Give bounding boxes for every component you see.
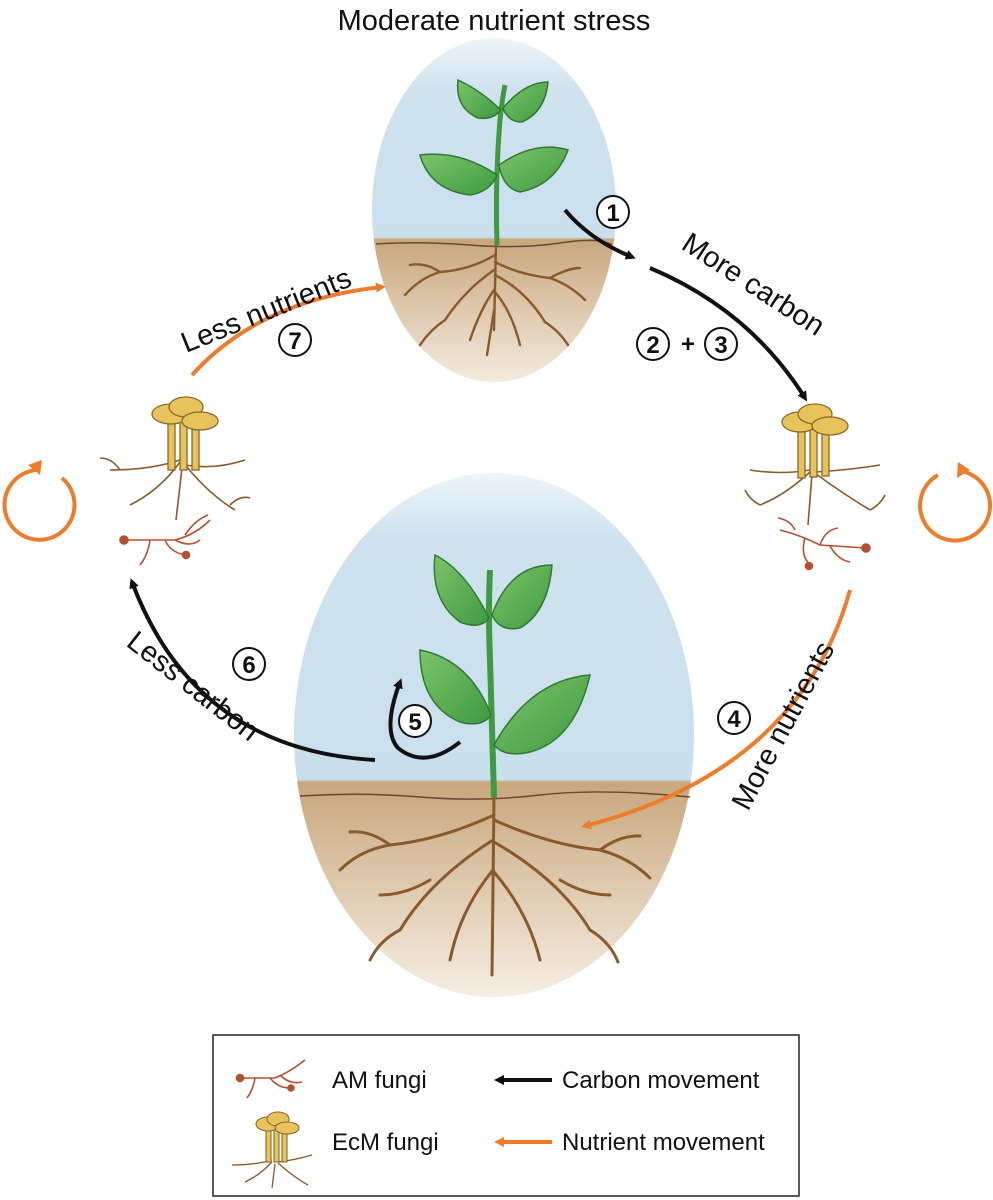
label-less-nutrients: Less nutrients [177,262,356,359]
step-badge-1: 1 [597,196,629,228]
step-badge-7: 7 [279,324,311,356]
legend-carbon-movement-label: Carbon movement [562,1067,760,1094]
svg-text:7: 7 [288,328,301,355]
step-badge-2: 2 [637,328,669,360]
svg-text:2: 2 [646,332,659,359]
legend-ecm-fungi-label: EcM fungi [332,1129,439,1156]
svg-text:6: 6 [242,652,255,679]
svg-text:5: 5 [408,709,421,736]
step-badge-5: 5 [399,705,431,737]
svg-text:4: 4 [727,706,741,733]
left-am-fungi-icon [120,515,210,565]
legend-nutrient-movement-label: Nutrient movement [562,1129,765,1156]
legend-box: AM fungi EcM fungi Carbon movement Nut [213,1035,799,1196]
top-plant-scene [372,38,616,382]
step-badge-6: 6 [233,648,265,680]
diagram-title: Moderate nutrient stress [338,5,651,37]
label-less-carbon: Less carbon [121,625,265,747]
left-ecm-fungi-icon [100,397,250,520]
step-badge-4: 4 [718,702,750,734]
right-cycle-icon [920,462,990,541]
svg-text:1: 1 [606,200,619,227]
right-am-fungi-icon [778,518,870,570]
step-plus-sign: + [681,331,695,358]
step-badge-3: 3 [705,328,737,360]
bottom-plant-scene [294,473,694,997]
legend-am-fungi-label: AM fungi [332,1067,427,1094]
label-more-carbon: More carbon [676,227,830,343]
left-cycle-icon [5,460,75,540]
svg-text:3: 3 [714,332,727,359]
right-ecm-fungi-icon [745,404,885,525]
